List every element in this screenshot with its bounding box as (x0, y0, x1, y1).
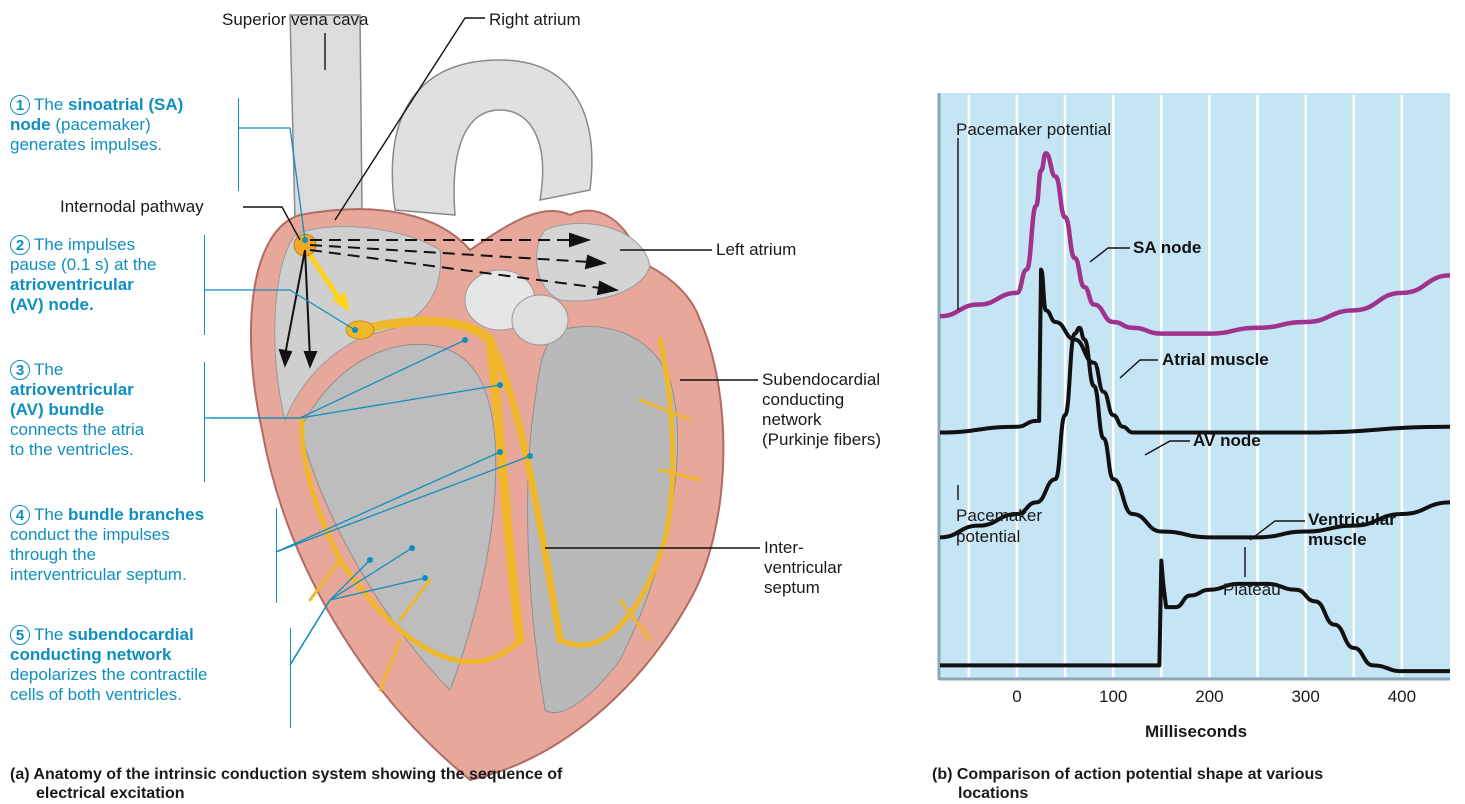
plateau-label: Plateau (1223, 580, 1281, 600)
av-node-series-label: AV node (1193, 431, 1261, 451)
x-axis-label: Milliseconds (1145, 722, 1247, 742)
ventricular-muscle-series-label: Ventricular muscle (1308, 510, 1428, 550)
caption-b: (b) Comparison of action potential shape… (932, 765, 1323, 803)
atrial-muscle-series-label: Atrial muscle (1162, 350, 1269, 370)
x-tick-label: 100 (1099, 687, 1127, 706)
sa-node-series-label: SA node (1133, 238, 1201, 258)
chart-ticks: 0 100 200 300 400 (1012, 687, 1416, 706)
x-tick-label: 200 (1195, 687, 1223, 706)
x-tick-label: 300 (1291, 687, 1319, 706)
pacemaker-potential-top-label: Pacemaker potential (956, 120, 1111, 140)
x-tick-label: 400 (1388, 687, 1416, 706)
chart-background (938, 93, 1450, 678)
x-tick-label: 0 (1012, 687, 1021, 706)
pacemaker-potential-bottom-label: Pacemaker potential (956, 505, 1042, 547)
